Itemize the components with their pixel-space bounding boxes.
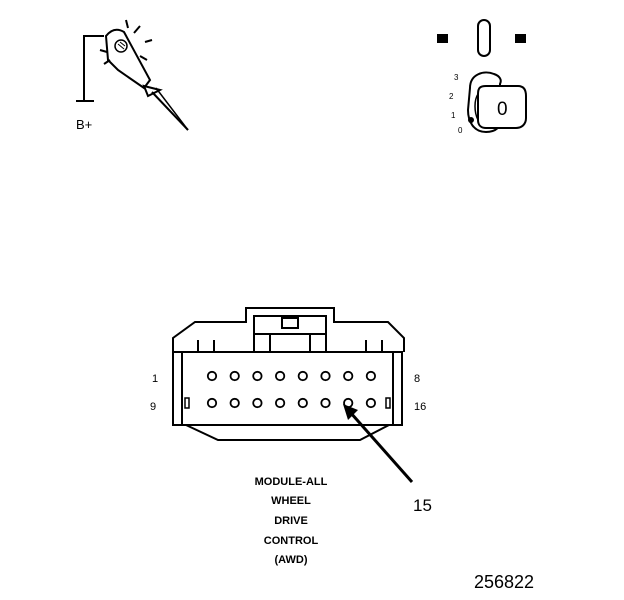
connector-caption: MODULE-ALL WHEEL DRIVE CONTROL (AWD) <box>255 476 328 566</box>
pin-label-1: 1 <box>152 373 158 385</box>
connector-body <box>172 307 405 441</box>
connector-pin-10 <box>229 397 240 409</box>
connector-pin-1 <box>206 370 218 382</box>
connector-pin-2 <box>229 370 240 382</box>
connector-pin-8 <box>365 370 376 382</box>
ignition-position-2: 2 <box>449 92 454 101</box>
caption-line: WHEEL <box>271 495 311 507</box>
test-light-probe-icon <box>76 19 189 131</box>
pin-label-16: 16 <box>414 401 426 413</box>
connector-pin-14 <box>320 397 331 409</box>
connector-pin-12 <box>274 397 286 409</box>
caption-line: CONTROL <box>264 535 319 547</box>
pin-label-9: 9 <box>150 401 156 413</box>
ignition-switch-icon <box>437 19 527 134</box>
supply-label: B+ <box>76 117 92 132</box>
connector-pin-6 <box>320 370 331 382</box>
connector-pin-9 <box>206 397 218 409</box>
pin-label-8: 8 <box>414 373 420 385</box>
connector-pin-3 <box>252 370 263 382</box>
ignition-position-3: 3 <box>454 73 459 82</box>
connector-pin-grid <box>206 370 376 409</box>
callout-arrow-icon <box>343 404 414 483</box>
caption-line: MODULE-ALL <box>255 476 328 488</box>
connector-pin-11 <box>252 397 263 409</box>
callout-number: 15 <box>413 496 432 515</box>
caption-line: DRIVE <box>274 515 308 527</box>
connector-pin-7 <box>343 370 354 382</box>
ignition-position-1: 1 <box>451 111 456 120</box>
connector-pin-4 <box>274 370 286 382</box>
ignition-position-0: 0 <box>458 126 463 135</box>
connector-pin-16 <box>365 397 376 409</box>
figure-number: 256822 <box>474 572 534 592</box>
caption-line: (AWD) <box>275 554 308 566</box>
connector-pin-13 <box>297 397 308 409</box>
ignition-key-label: 0 <box>497 99 508 120</box>
connector-pin-5 <box>297 370 308 382</box>
